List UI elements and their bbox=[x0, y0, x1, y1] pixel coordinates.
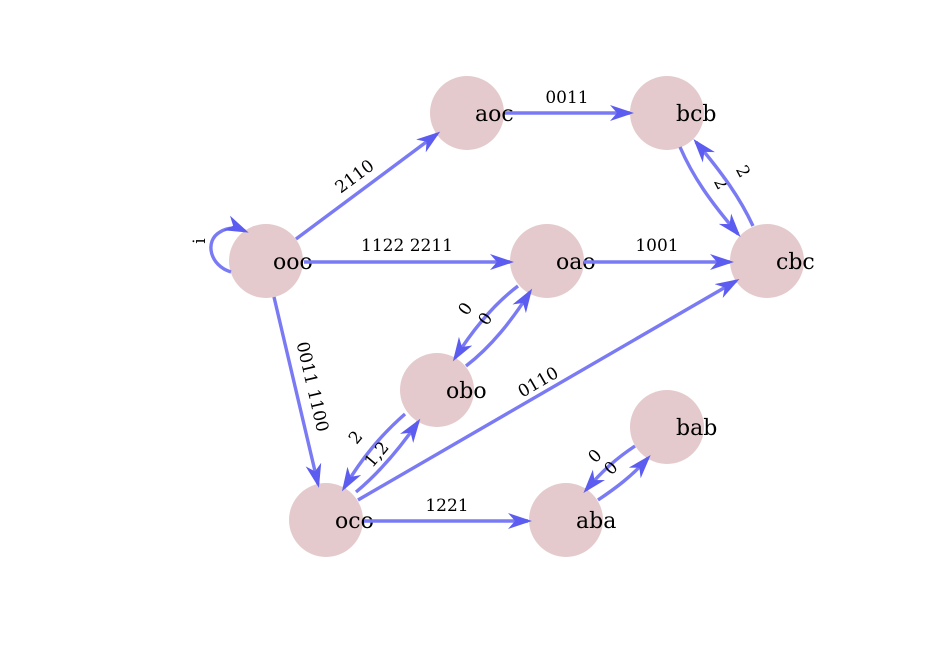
edge-obo-oco-label: 2 bbox=[345, 427, 367, 448]
edge-bcb-cbc-line bbox=[678, 146, 741, 238]
edge-ooo-oao[interactable]: 1122 2211 bbox=[304, 236, 514, 270]
edge-obo-oao-line bbox=[464, 288, 533, 368]
node-bcb-label: bcb bbox=[676, 102, 717, 127]
node-obo[interactable]: obo bbox=[400, 353, 487, 427]
node-aba[interactable]: aba bbox=[529, 483, 616, 557]
node-bab-label: bab bbox=[676, 416, 717, 441]
edge-ooo-self[interactable]: i bbox=[190, 215, 249, 274]
edge-aba-bab-label: 0 bbox=[601, 458, 623, 480]
edge-ooo-oco[interactable]: 0011 1100 bbox=[272, 296, 332, 488]
edge-oco-obo-line bbox=[354, 418, 421, 494]
edge-aoc-bcb[interactable]: 0011 bbox=[505, 88, 634, 121]
node-obo-label: obo bbox=[446, 379, 487, 404]
edge-ooo-self-line bbox=[209, 215, 249, 274]
edge-oco-cbc-line bbox=[357, 278, 740, 502]
edge-ooo-oco-label: 0011 1100 bbox=[292, 340, 332, 434]
edge-aba-bab[interactable]: 0 bbox=[597, 455, 651, 502]
edge-aoc-bcb-label: 0011 bbox=[545, 88, 588, 108]
edge-oao-obo-line bbox=[452, 284, 520, 362]
edge-oao-cbc[interactable]: 1001 bbox=[584, 236, 734, 270]
edge-oco-aba[interactable]: 1221 bbox=[364, 496, 532, 529]
node-aoc[interactable]: aoc bbox=[430, 76, 514, 150]
node-bcb[interactable]: bcb bbox=[630, 76, 717, 150]
nodes: ooo aoc bcb oao cbc obo bab oco bbox=[229, 76, 815, 557]
edge-obo-oco-line bbox=[341, 412, 407, 492]
edge-ooo-oco-line bbox=[272, 296, 322, 488]
edge-oco-aba-label: 1221 bbox=[425, 496, 468, 516]
edge-ooo-aoc-label: 2110 bbox=[332, 156, 379, 198]
edge-bab-aba-line bbox=[583, 444, 636, 494]
node-bab[interactable]: bab bbox=[630, 390, 717, 464]
edge-ooo-self-label: i bbox=[190, 238, 210, 244]
edge-ooo-oao-label: 1122 2211 bbox=[361, 236, 453, 256]
edge-ooo-aoc[interactable]: 2110 bbox=[294, 131, 441, 241]
edge-oco-obo-label: 1,2 bbox=[361, 438, 394, 472]
edge-cbc-bcb-line bbox=[693, 138, 755, 227]
edge-oao-cbc-label: 1001 bbox=[635, 236, 678, 256]
edge-aba-bab-line bbox=[597, 455, 651, 502]
node-oao[interactable]: oao bbox=[510, 224, 596, 298]
node-aba-label: aba bbox=[576, 509, 616, 534]
node-oco[interactable]: oco bbox=[289, 483, 374, 557]
node-cbc-label: cbc bbox=[776, 250, 815, 275]
edge-ooo-aoc-line bbox=[294, 131, 441, 241]
node-cbc[interactable]: cbc bbox=[730, 224, 815, 298]
edge-cbc-bcb-label: 2 bbox=[731, 162, 754, 181]
edge-oao-obo-label: 0 bbox=[455, 299, 478, 319]
